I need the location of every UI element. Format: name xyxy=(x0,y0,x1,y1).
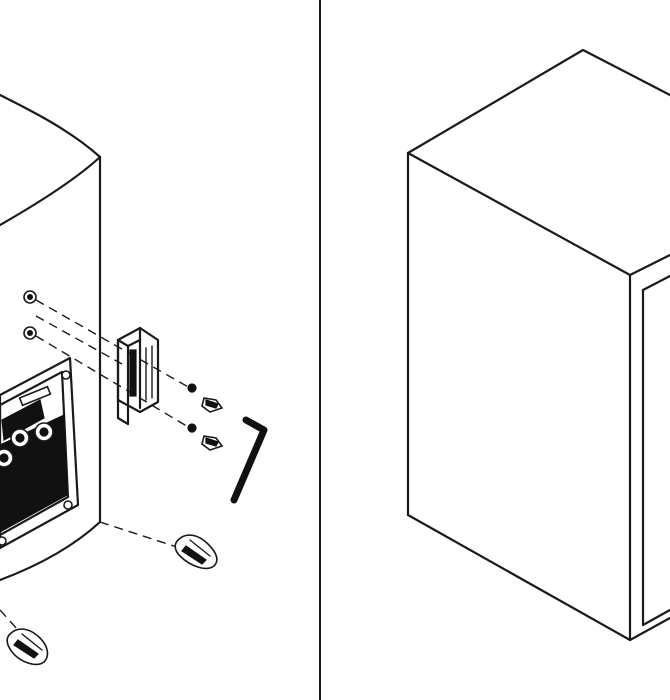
rubber-feet xyxy=(6,534,218,666)
hex-key-icon xyxy=(230,416,268,504)
rubber-foot-icon xyxy=(174,534,218,570)
speaker-cabinet xyxy=(0,93,102,582)
alignment-lines xyxy=(0,299,191,631)
mounting-holes xyxy=(23,290,37,340)
screw-icon xyxy=(187,383,224,413)
terminal-plate xyxy=(0,356,80,550)
binding-post-icon xyxy=(0,422,54,468)
screws xyxy=(187,383,224,451)
right-panel xyxy=(406,48,670,642)
cabinet-box xyxy=(406,48,670,642)
left-panel xyxy=(0,93,268,666)
mounting-bracket xyxy=(116,326,160,426)
rubber-foot-icon xyxy=(6,628,49,666)
screw-icon xyxy=(187,423,224,451)
